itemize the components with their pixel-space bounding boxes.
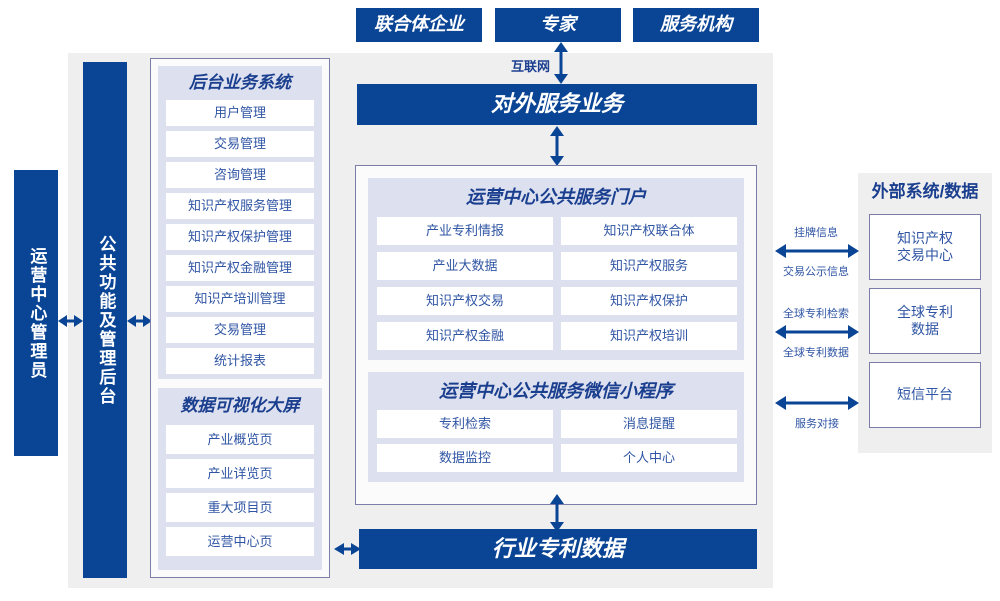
external-connector-label-below: 服务对接 [795, 418, 839, 430]
external-service-bar[interactable]: 对外服务业务 [357, 84, 757, 125]
external-connector-label-below: 全球专利数据 [783, 347, 849, 359]
miniprogram-item[interactable]: 消息提醒 [560, 409, 738, 439]
external-panel-title: 外部系统/数据 [871, 181, 979, 201]
external-item-global-patent-data[interactable]: 全球专利 数据 [869, 288, 981, 354]
portal-item[interactable]: 产业专利情报 [376, 216, 554, 246]
miniprogram-item[interactable]: 个人中心 [560, 443, 738, 473]
portal-item[interactable]: 知识产权保护 [560, 286, 738, 316]
backoffice-item[interactable]: 知识产权保护管理 [165, 223, 315, 251]
internet-label: 互联网 [510, 59, 550, 75]
backoffice-item[interactable]: 用户管理 [165, 99, 315, 127]
portal-item[interactable]: 知识产权服务 [560, 251, 738, 281]
backoffice-item[interactable]: 统计报表 [165, 347, 315, 375]
miniprogram-item[interactable]: 专利检索 [376, 409, 554, 439]
top-actor-box-2[interactable]: 服务机构 [633, 8, 759, 42]
portal-item[interactable]: 知识产权培训 [560, 321, 738, 351]
dataviz-title: 数据可视化大屏 [180, 395, 300, 415]
top-actor-label: 服务机构 [660, 14, 732, 35]
left-bar-common-functions[interactable]: 公共功能及管理后台 [83, 62, 127, 578]
portal-title: 运营中心公共服务门户 [466, 187, 646, 208]
dataviz-item[interactable]: 运营中心页 [165, 526, 315, 557]
external-connector-arrow-icon-0 [775, 244, 859, 258]
portal-item[interactable]: 知识产权金融 [376, 321, 554, 351]
backoffice-title: 后台业务系统 [189, 72, 291, 92]
backoffice-item[interactable]: 知识产培训管理 [165, 285, 315, 313]
portal-item[interactable]: 知识产权联合体 [560, 216, 738, 246]
external-connector-label-above: 挂牌信息 [794, 227, 838, 239]
external-item-ip-trading-center[interactable]: 知识产权 交易中心 [869, 214, 981, 280]
portal-item[interactable]: 知识产权交易 [376, 286, 554, 316]
miniprogram-title: 运营中心公共服务微信小程序 [439, 381, 673, 402]
external-connector-label-above: 全球专利检索 [783, 308, 849, 320]
top-actor-box-1[interactable]: 专家 [495, 8, 621, 42]
top-actor-label: 联合体企业 [374, 14, 464, 35]
backoffice-item[interactable]: 知识产权服务管理 [165, 192, 315, 220]
industry-patent-data-bar[interactable]: 行业专利数据 [359, 529, 757, 569]
backoffice-item[interactable]: 交易管理 [165, 316, 315, 344]
miniprogram-item[interactable]: 数据监控 [376, 443, 554, 473]
dataviz-item[interactable]: 产业概览页 [165, 424, 315, 455]
portal-item[interactable]: 产业大数据 [376, 251, 554, 281]
dataviz-item[interactable]: 产业详览页 [165, 458, 315, 489]
external-connector-arrow-icon-2 [775, 396, 859, 410]
dataviz-item[interactable]: 重大项目页 [165, 492, 315, 523]
top-actor-label: 专家 [540, 14, 576, 35]
external-connector-label-below: 交易公示信息 [783, 266, 849, 278]
backoffice-item[interactable]: 咨询管理 [165, 161, 315, 189]
external-item-sms-platform[interactable]: 短信平台 [869, 362, 981, 428]
external-connector-arrow-icon-1 [775, 325, 859, 339]
backoffice-item[interactable]: 知识产权金融管理 [165, 254, 315, 282]
backoffice-item[interactable]: 交易管理 [165, 130, 315, 158]
left-bar-operator[interactable]: 运营中心管理员 [14, 170, 58, 456]
top-actor-box-0[interactable]: 联合体企业 [356, 8, 482, 42]
